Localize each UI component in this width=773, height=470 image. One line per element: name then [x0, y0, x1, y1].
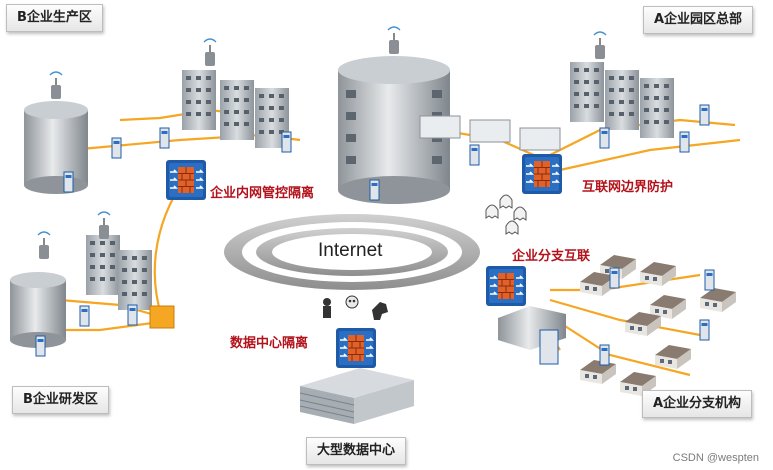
a-branch-buildings [498, 255, 736, 396]
b-production-buildings [24, 38, 292, 194]
hacker-icons [323, 295, 388, 320]
b-rnd-buildings [10, 211, 175, 357]
intranet-control-label: 企业内网管控隔离 [210, 186, 315, 201]
firewall-datacenter-icon [335, 327, 377, 369]
datacenter-label: 大型数据中心 [306, 437, 407, 465]
datacenter-building [299, 368, 414, 424]
ghost-icons [485, 194, 527, 235]
firewall-internet-border-icon [521, 153, 563, 195]
firewall-intranet-icon [165, 159, 207, 201]
a-branch-label: A企业分支机构 [642, 390, 753, 418]
a-hq-buildings [419, 31, 710, 166]
internet-border-label: 互联网边界防护 [582, 180, 674, 195]
b-production-label: B企业生产区 [6, 4, 103, 32]
datacenter-isolation-label: 数据中心隔离 [230, 336, 309, 351]
b-rnd-label: B企业研发区 [12, 386, 109, 414]
branch-interconnect-label: 企业分支互联 [512, 249, 591, 264]
internet-label: Internet [318, 240, 383, 261]
a-headquarters-label: A企业园区总部 [643, 6, 754, 34]
watermark: CSDN @wespten [672, 452, 759, 464]
firewall-branch-icon [485, 265, 527, 307]
internet-cloud [224, 214, 480, 290]
